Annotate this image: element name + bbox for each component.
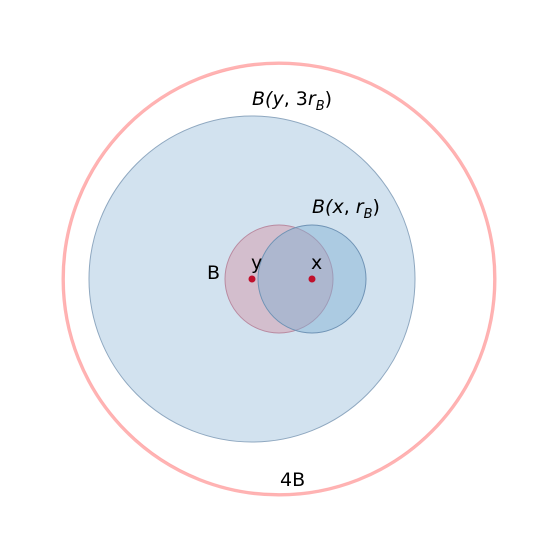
label-ball-x-rb: B(x, rB) [312, 196, 380, 222]
label-point-y: y [251, 252, 262, 274]
ball-b [224, 224, 334, 334]
label-ball-b: B [207, 262, 220, 284]
outer-circle-4b [61, 61, 497, 497]
label-ball-y-3rb: B(y, 3rB) [252, 88, 332, 114]
point-y [248, 275, 256, 283]
point-x [308, 275, 316, 283]
label-point-x: x [311, 252, 322, 274]
label-outer-4b: 4B [280, 469, 305, 491]
outer-circle-4b-inner-line [64, 64, 494, 494]
